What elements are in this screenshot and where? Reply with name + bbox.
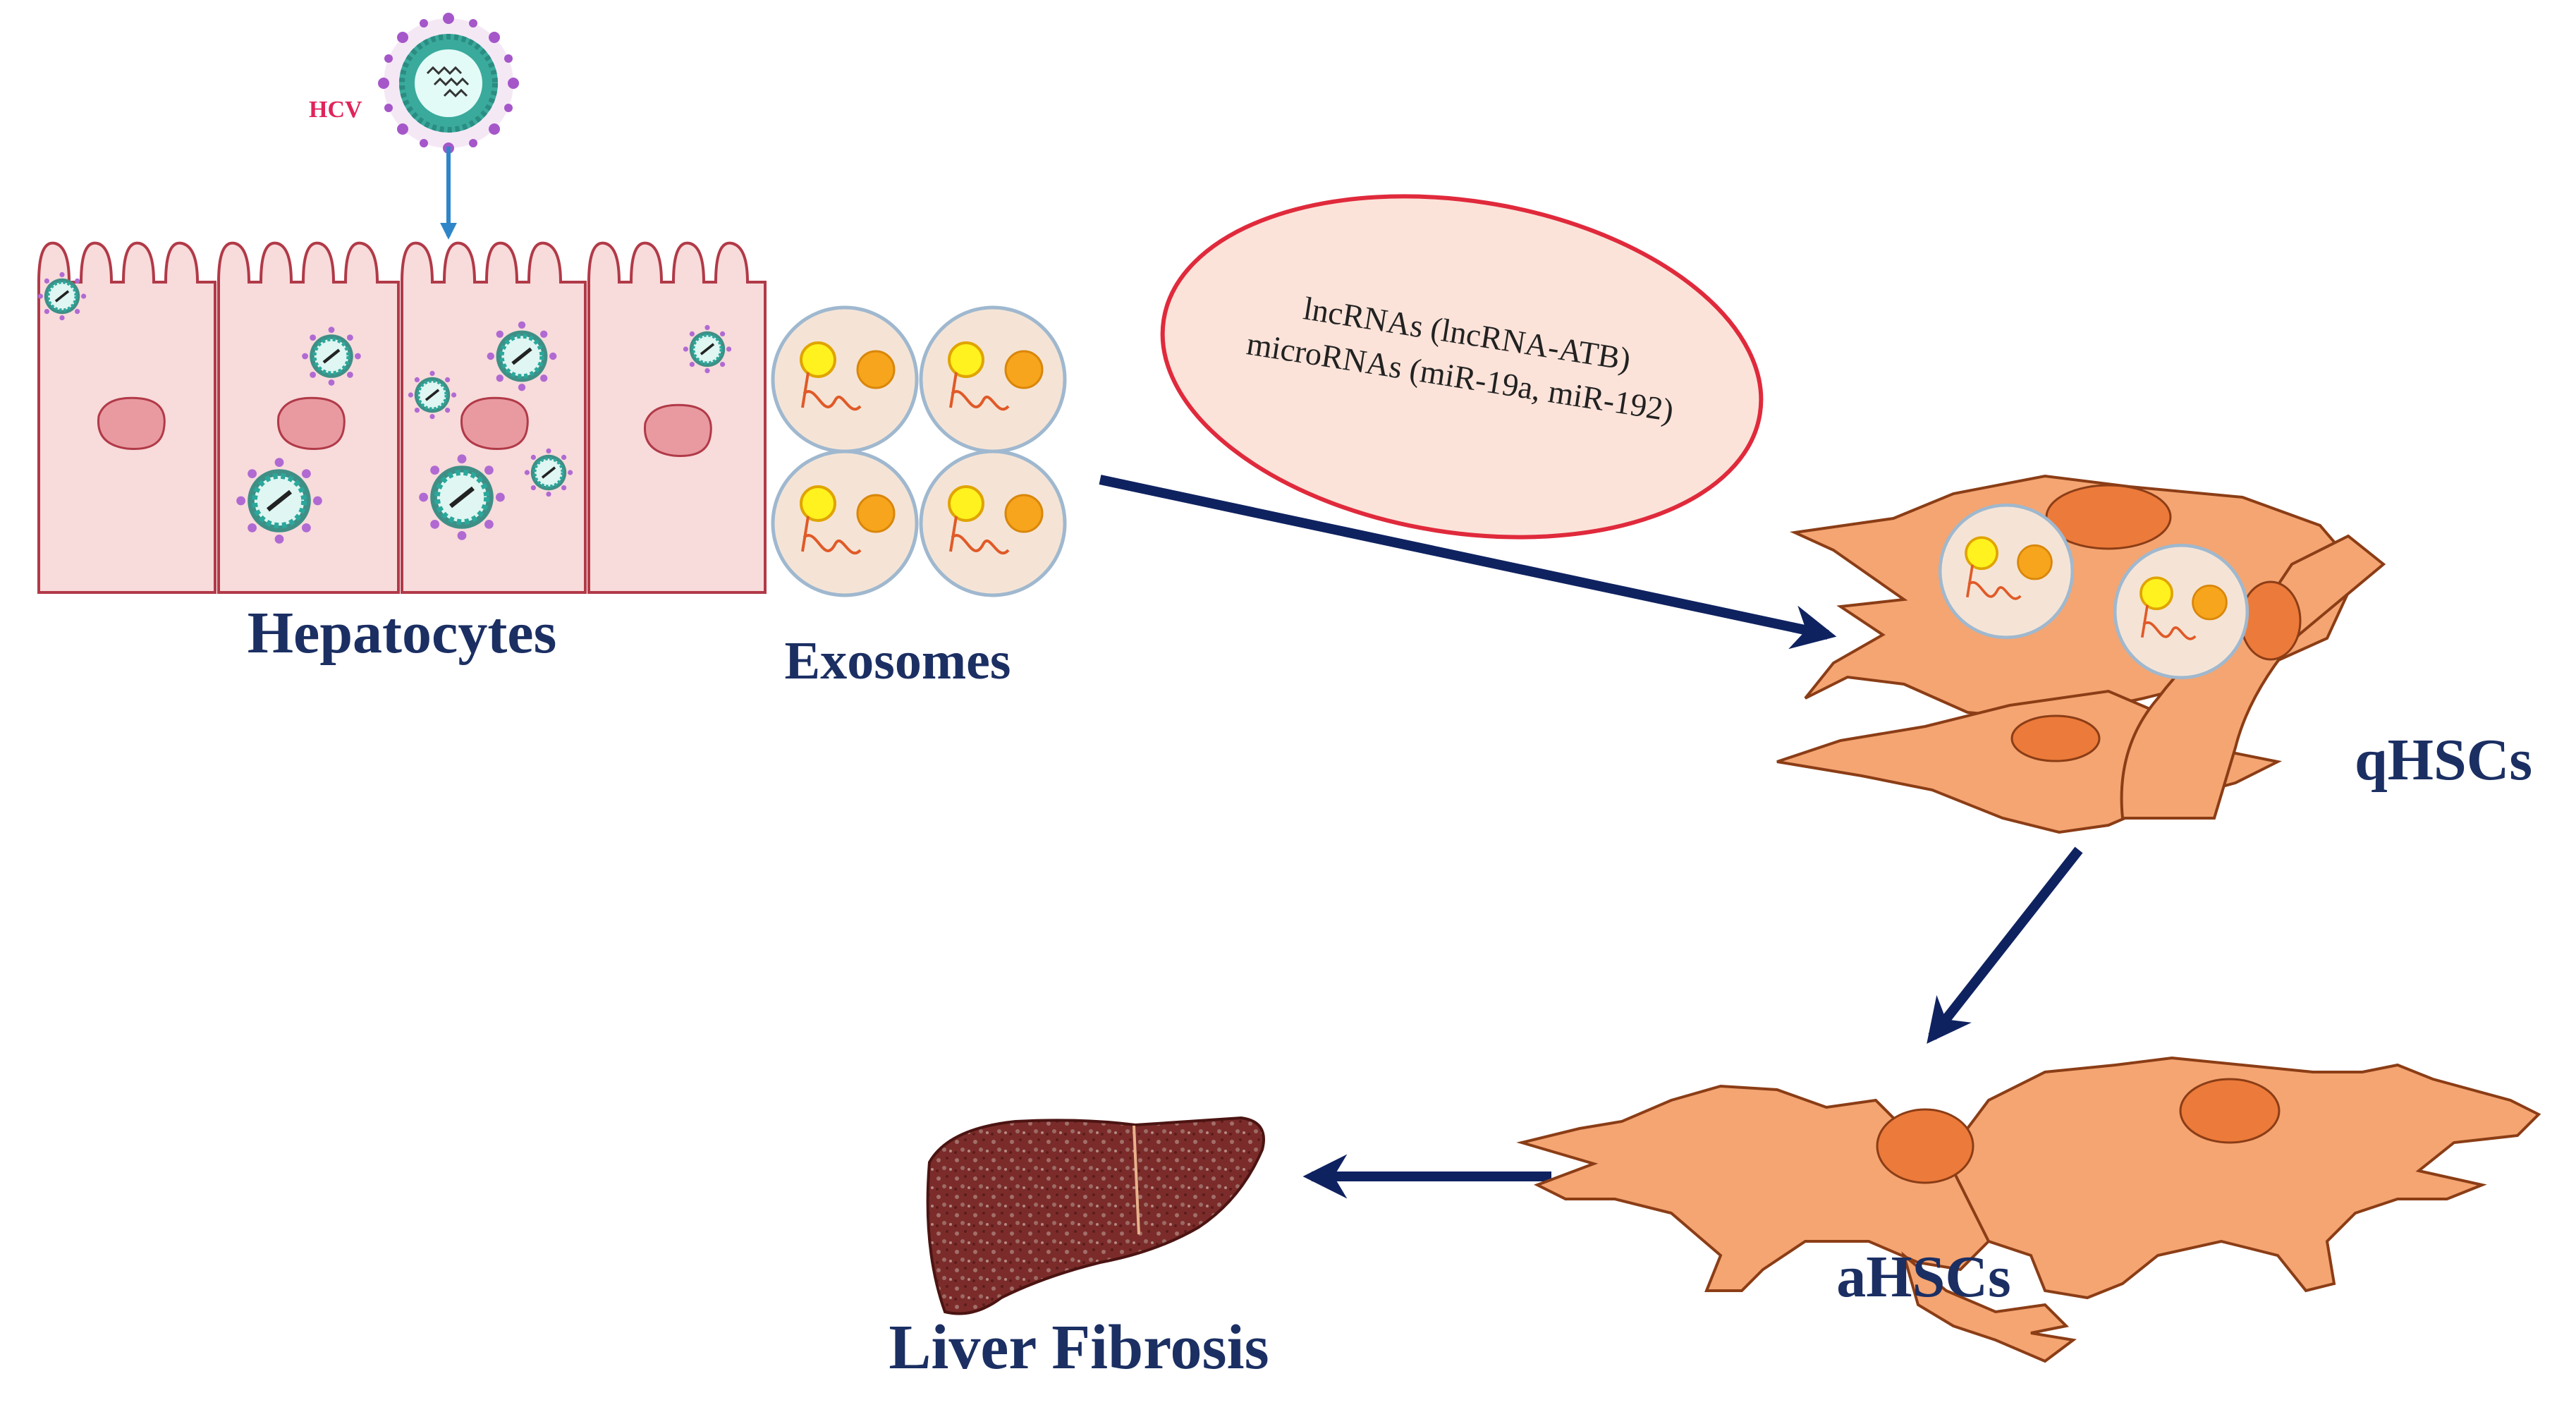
cargo-ellipse: lncRNAs (lncRNA-ATB) microRNAs (miR-19a,… — [1160, 194, 1764, 540]
exosomes-label: Exosomes — [785, 631, 1011, 690]
liver-fibrosis-label: Liver Fibrosis — [889, 1313, 1269, 1382]
hcv-virus-icon — [378, 13, 519, 154]
internalized-exosome-icon — [1940, 505, 2073, 638]
hepatocyte-cell — [401, 241, 587, 594]
hepatocyte-cell — [587, 241, 767, 594]
exosome-icon — [773, 451, 917, 595]
hepatocyte-cell — [217, 241, 400, 594]
qhsc-to-ahsc-arrow — [1927, 846, 2083, 1044]
exosome-to-qhsc-arrow — [1099, 475, 1837, 650]
ahscs-label: aHSCs — [1836, 1244, 2010, 1310]
hepatocyte-layer — [37, 241, 767, 594]
exosome-cluster — [773, 308, 1065, 595]
hcv-label: HCV — [309, 97, 362, 123]
hepatocyte-cell — [37, 241, 216, 594]
exosome-icon — [773, 308, 917, 451]
quiescent-stellate-cells — [1776, 474, 2386, 834]
activated-stellate-cells — [1516, 1056, 2541, 1363]
hepatocytes-label: Hepatocytes — [248, 600, 557, 666]
exosome-icon — [921, 308, 1065, 451]
internalized-exosome-icon — [2115, 545, 2247, 678]
exosome-icon — [921, 451, 1065, 595]
qhscs-label: qHSCs — [2355, 727, 2532, 793]
fibrotic-liver-icon — [926, 1116, 1265, 1315]
